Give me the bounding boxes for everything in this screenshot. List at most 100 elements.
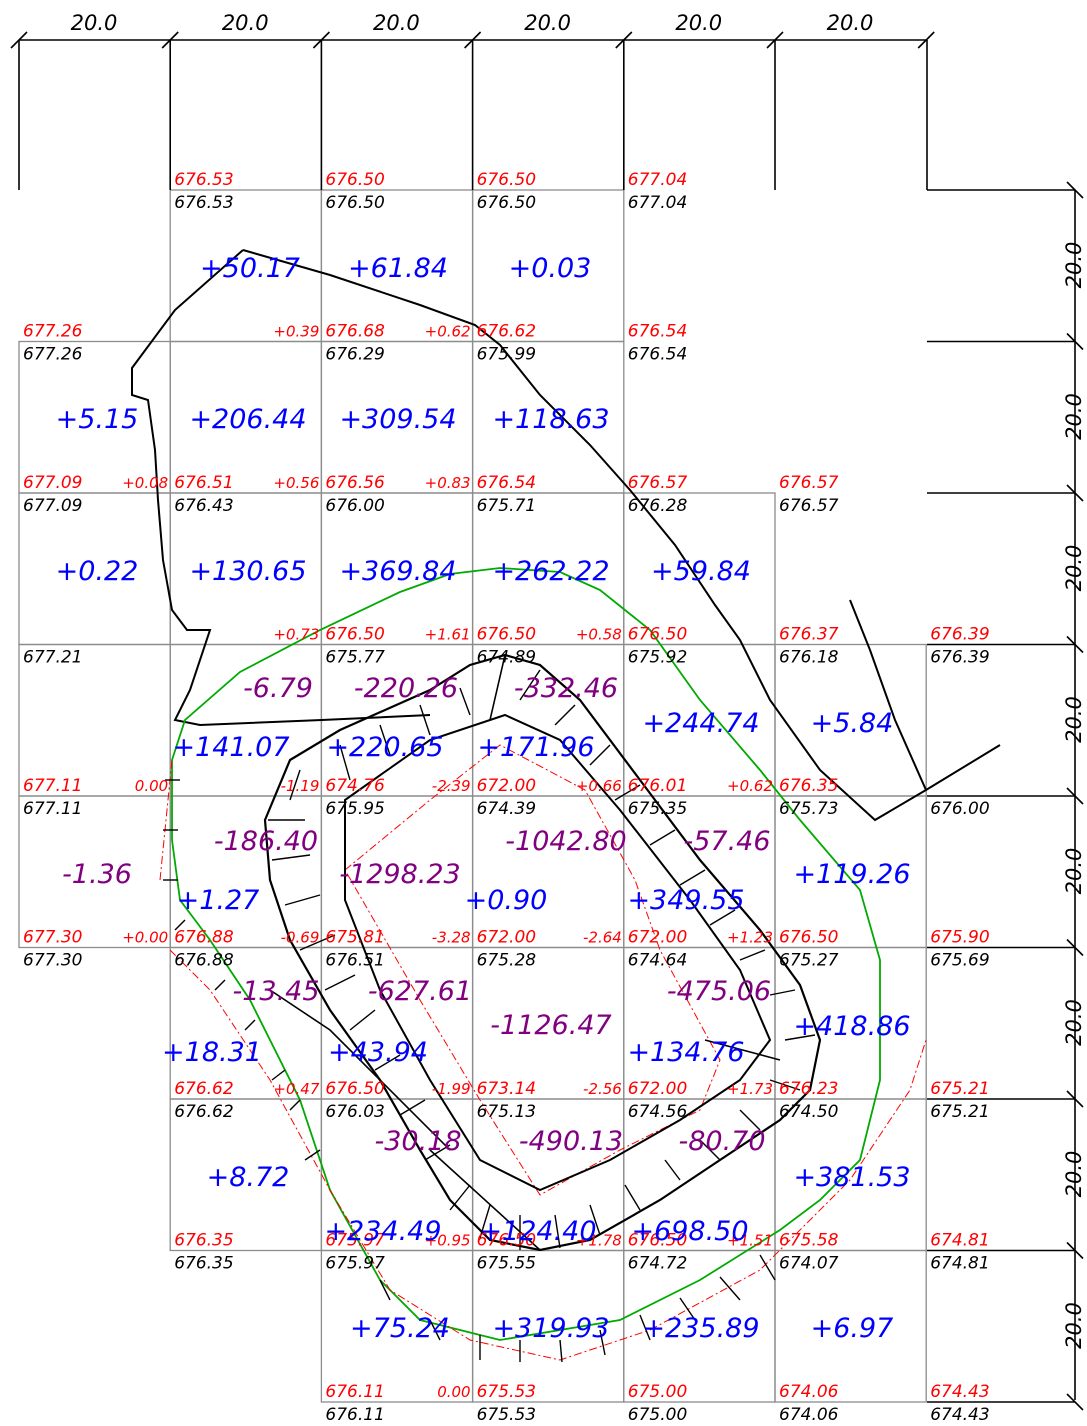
cut-volume-label: -13.45 — [232, 976, 319, 1007]
design-elevation-label: 676.50 — [628, 1231, 687, 1251]
pit-inner-boundary — [344, 744, 721, 1196]
design-elevation-label: 676.50 — [325, 625, 384, 645]
design-elevation-label: 676.54 — [628, 322, 687, 342]
cut-volume-label: -6.79 — [243, 673, 313, 704]
cut-volume-label: -475.06 — [667, 976, 771, 1007]
design-elevation-label: 675.90 — [930, 928, 989, 948]
slope-hatch-line — [759, 1254, 776, 1281]
design-elevation-label: 675.81 — [325, 928, 384, 948]
cut-fill-height-label: +0.58 — [576, 626, 622, 644]
ground-elevation-label: 676.54 — [628, 345, 687, 365]
design-elevation-label: 676.57 — [779, 473, 839, 493]
slope-hatch-line — [284, 894, 321, 906]
design-elevation-label: 676.57 — [628, 473, 688, 493]
ground-elevation-label: 675.92 — [628, 648, 687, 668]
fill-volume-label: +141.07 — [172, 732, 289, 763]
ground-elevation-label: 676.00 — [930, 799, 989, 819]
slope-hatch-line — [429, 1319, 441, 1341]
slope-hatch-line — [424, 1144, 451, 1161]
design-elevation-label: 674.06 — [779, 1382, 839, 1402]
ground-elevation-label: 676.88 — [174, 951, 234, 971]
slope-hatch-line — [304, 1149, 321, 1161]
ground-elevation-label: 675.53 — [477, 1405, 536, 1425]
cut-fill-height-label: +0.83 — [425, 474, 471, 492]
ground-elevation-label: 676.03 — [325, 1102, 384, 1122]
slope-hatch-line — [339, 744, 351, 781]
design-elevation-label: 675.53 — [477, 1382, 536, 1402]
right-dimension-label: 20.0 — [1062, 999, 1086, 1046]
fill-volume-label: +50.17 — [200, 253, 300, 284]
ground-elevation-label: 675.21 — [930, 1102, 989, 1122]
fill-volume-label: +418.86 — [793, 1011, 910, 1042]
fill-volume-label: +0.03 — [509, 253, 592, 284]
fill-volume-label: +43.94 — [328, 1037, 428, 1068]
right-dimension-label: 20.0 — [1062, 545, 1086, 592]
edge-cut-fill-heights: +0.39+0.62+0.08+0.56+0.83+0.73+1.61+0.58… — [122, 323, 773, 1402]
slope-hatch-line — [479, 1204, 491, 1239]
cut-fill-height-label: +1.78 — [576, 1232, 622, 1250]
slope-hatch-line — [739, 949, 766, 961]
slope-hatch-line — [324, 974, 356, 991]
cut-fill-height-label: -3.28 — [432, 929, 471, 947]
slope-hatch-line — [419, 704, 431, 736]
cut-fill-height-label: +1.23 — [727, 929, 773, 947]
design-elevation-label: 675.21 — [930, 1079, 989, 1099]
cut-fill-height-label: +0.56 — [273, 474, 319, 492]
design-elevation-label: 675.97 — [325, 1231, 385, 1251]
design-elevation-label: 676.88 — [174, 928, 234, 948]
cut-volume-label: -220.26 — [354, 673, 458, 704]
design-elevation-label: 675.00 — [628, 1382, 687, 1402]
slope-hatch-line — [449, 1184, 471, 1211]
ground-elevation-label: 676.51 — [325, 951, 384, 971]
fill-volume-label: +369.84 — [339, 556, 456, 587]
fill-volume-label: +244.74 — [642, 708, 759, 739]
cut-volume-label: -1042.80 — [505, 826, 626, 857]
ground-elevation-label: 676.28 — [628, 496, 688, 516]
right-dimension-label: 20.0 — [1062, 696, 1086, 743]
ground-elevation-label: 676.53 — [174, 193, 233, 213]
design-elevation-label: 676.37 — [779, 625, 839, 645]
ground-elevation-label: 674.39 — [477, 799, 536, 819]
fill-volume-label: +0.90 — [465, 885, 548, 916]
design-elevation-label: 676.50 — [477, 625, 536, 645]
cut-fill-height-label: -1.99 — [432, 1080, 471, 1098]
ground-elevation-label: 674.64 — [628, 951, 687, 971]
ground-elevation-label: 676.29 — [325, 345, 384, 365]
slope-hatch-line — [589, 1204, 601, 1236]
design-elevation-label: 674.76 — [325, 776, 385, 796]
design-elevation-label: 676.56 — [325, 473, 385, 493]
slope-hatch-line — [271, 1069, 286, 1081]
fill-volume-label: +698.50 — [631, 1216, 748, 1247]
fill-volume-label: +206.44 — [189, 404, 306, 435]
design-elevation-label: 672.00 — [477, 776, 536, 796]
fill-volume-label: +319.93 — [492, 1313, 609, 1344]
design-elevation-label: 676.54 — [477, 473, 536, 493]
slope-hatch-line — [679, 869, 706, 886]
site-outlines — [131, 249, 1001, 1363]
top-dimension-label: 20.0 — [675, 11, 722, 35]
cut-fill-height-label: +1.51 — [727, 1232, 773, 1250]
cut-fill-height-label: +0.62 — [425, 323, 471, 341]
fill-volume-label: +1.27 — [177, 885, 260, 916]
right-dimension-label: 20.0 — [1062, 1151, 1086, 1198]
ground-elevation-label: 677.04 — [628, 193, 687, 213]
design-elevation-label: 676.01 — [628, 776, 687, 796]
slope-hatch-line — [374, 1054, 401, 1071]
fill-volume-label: +381.53 — [793, 1162, 910, 1193]
cut-fill-height-label: +0.00 — [122, 929, 168, 947]
slope-hatch-line — [459, 687, 471, 716]
grid-cell — [169, 795, 323, 949]
fill-volume-label: +309.54 — [339, 404, 456, 435]
top-dimension-label: 20.0 — [222, 11, 269, 35]
ground-elevation-label: 677.30 — [23, 951, 82, 971]
cell-volumes: +50.17+61.84+0.03+5.15+206.44+309.54+118… — [56, 253, 911, 1344]
ground-elevation-label: 675.35 — [628, 799, 687, 819]
slope-hatch-line — [559, 1339, 563, 1363]
cut-fill-height-label: 0.00 — [135, 777, 168, 795]
slope-hatch-line — [624, 1184, 641, 1211]
fill-volume-label: +134.76 — [627, 1037, 744, 1068]
cut-fill-height-label: +0.39 — [273, 323, 319, 341]
slope-hatch-line — [399, 1099, 426, 1116]
design-elevation-label: 677.30 — [23, 928, 82, 948]
slope-hatch-line — [554, 1214, 561, 1249]
